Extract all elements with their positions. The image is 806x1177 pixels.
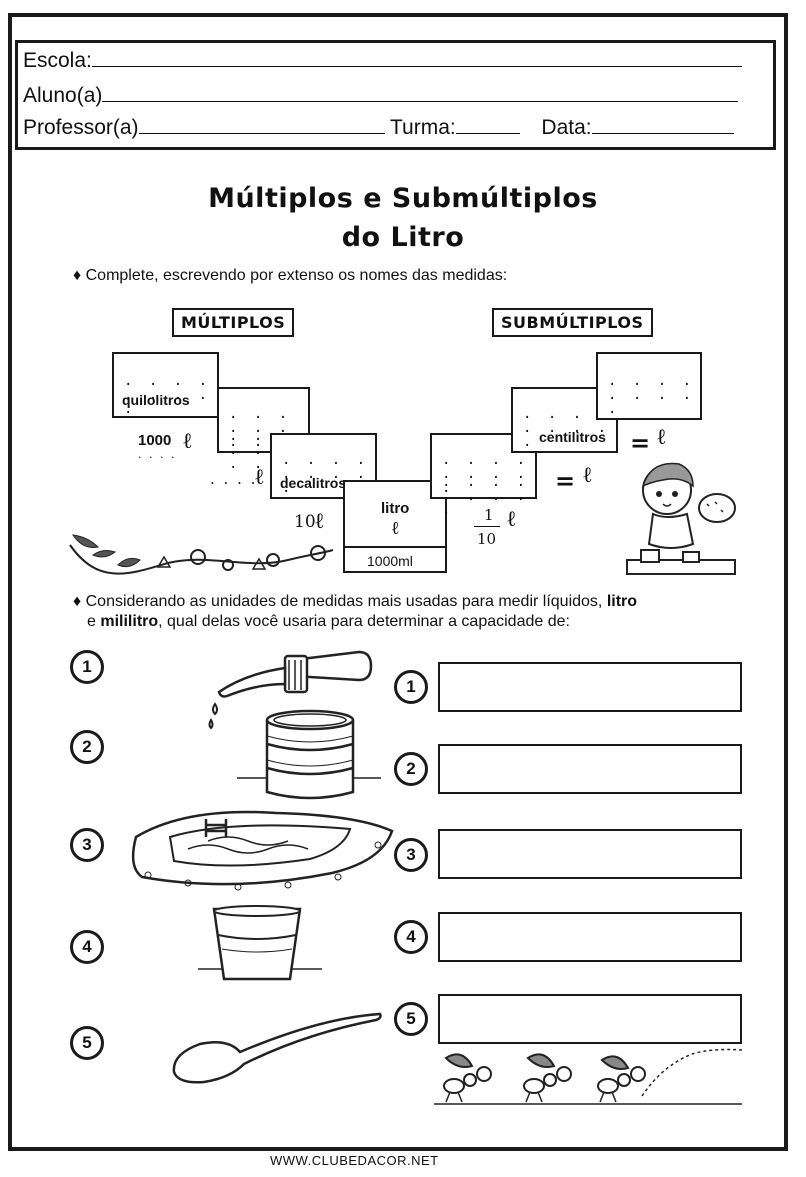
step-box-litro: litro ℓ 1000ml xyxy=(343,480,447,573)
value-10: 10 xyxy=(294,512,316,532)
value-1000: 1000 xyxy=(138,432,172,449)
symbol-centilitro: ℓ xyxy=(656,425,667,450)
aluno-label: Aluno(a) xyxy=(23,84,103,107)
data-label: Data: xyxy=(541,116,592,139)
fraction-bar xyxy=(474,526,500,527)
answer-box-3[interactable] xyxy=(438,829,742,879)
barrel-icon xyxy=(237,709,381,800)
pool-icon xyxy=(131,810,394,891)
answer-box-1[interactable] xyxy=(438,662,742,712)
step-box-quilolitro[interactable]: . . . . . . . . . quilolitros xyxy=(112,352,219,418)
worksheet-title-line2: do Litro xyxy=(341,222,465,253)
escola-label: Escola: xyxy=(23,49,92,72)
symbol-fraction: ℓ xyxy=(506,507,517,532)
answer-number-2: 2 xyxy=(394,752,428,786)
instruction-1: ♦ Complete, escrevendo por extenso os no… xyxy=(73,267,508,284)
step-box-centilitro[interactable]: . . . . . . . . . centilitros xyxy=(511,387,618,453)
step-box-decalitro[interactable]: . . . . . . . . . decalitros xyxy=(270,433,377,499)
bullet-icon: ♦ xyxy=(73,593,86,610)
value-1000-dots: . . . . xyxy=(138,448,177,461)
answer-number-5: 5 xyxy=(394,1002,428,1036)
professor-field[interactable] xyxy=(138,114,385,134)
glass-icon xyxy=(198,905,322,981)
multiplos-tag: MÚLTIPLOS xyxy=(172,308,295,337)
answer-box-5[interactable] xyxy=(438,994,742,1044)
fraction-denominator: 10 xyxy=(477,530,497,548)
professor-label: Professor(a) xyxy=(23,116,139,139)
answer-number-3: 3 xyxy=(394,838,428,872)
page-frame xyxy=(8,13,788,1151)
quilolitros-label: quilolitros xyxy=(122,392,190,408)
student-info-box xyxy=(15,40,776,150)
bullet-icon: ♦ xyxy=(73,267,86,284)
answer-number-4: 4 xyxy=(394,920,428,954)
answer-number-1: 1 xyxy=(394,670,428,704)
symbol-decilitro: ℓ xyxy=(582,463,593,488)
symbol-1000: ℓ xyxy=(182,429,193,454)
step-box-mililitro[interactable]: . . . . . . . . . xyxy=(596,352,702,420)
decalitros-label: decalitros xyxy=(280,475,347,491)
equals-decilitro: = xyxy=(555,466,576,495)
dropper-icon xyxy=(208,650,373,730)
data-field[interactable] xyxy=(591,114,734,134)
item-number-4: 4 xyxy=(70,930,104,964)
item-number-1: 1 xyxy=(70,650,104,684)
fraction-numerator: 1 xyxy=(484,506,494,524)
escola-field[interactable] xyxy=(91,47,742,67)
aluno-row: Aluno(a) xyxy=(23,82,739,109)
aluno-field[interactable] xyxy=(102,82,739,102)
footer-url[interactable]: WWW.CLUBEDACOR.NET xyxy=(270,1153,439,1168)
turma-label: Turma: xyxy=(390,116,456,139)
escola-row: Escola: xyxy=(23,47,742,74)
item-number-3: 3 xyxy=(70,828,104,862)
instruction-2-line2: e mililitro, qual delas você usaria para… xyxy=(87,613,570,630)
turma-field[interactable] xyxy=(455,114,520,134)
vine-illustration xyxy=(69,534,334,575)
centilitros-label: centilitros xyxy=(539,429,606,445)
spoon-icon xyxy=(172,1012,382,1084)
mililitros-box-label: 1000ml xyxy=(367,553,413,569)
professor-row: Professor(a) Turma: Data: xyxy=(23,114,734,141)
symbol-10: ℓ xyxy=(314,509,325,534)
item-number-5: 5 xyxy=(70,1026,104,1060)
answer-box-2[interactable] xyxy=(438,744,742,794)
symbol-hecto: ℓ xyxy=(254,465,265,490)
answer-box-4[interactable] xyxy=(438,912,742,962)
girl-pouring-illustration xyxy=(626,462,736,575)
equals-centilitro: = xyxy=(630,428,651,457)
instruction-2-line1: ♦ Considerando as unidades de medidas ma… xyxy=(73,593,638,610)
submultiplos-tag: SUBMÚLTIPLOS xyxy=(492,308,653,337)
item-number-2: 2 xyxy=(70,730,104,764)
ants-illustration xyxy=(434,1048,743,1105)
worksheet-title-line1: Múltiplos e Submúltiplos xyxy=(208,183,598,214)
litro-label: litro xyxy=(381,500,410,517)
value-hectolitro-dots: . . . . xyxy=(210,470,258,488)
